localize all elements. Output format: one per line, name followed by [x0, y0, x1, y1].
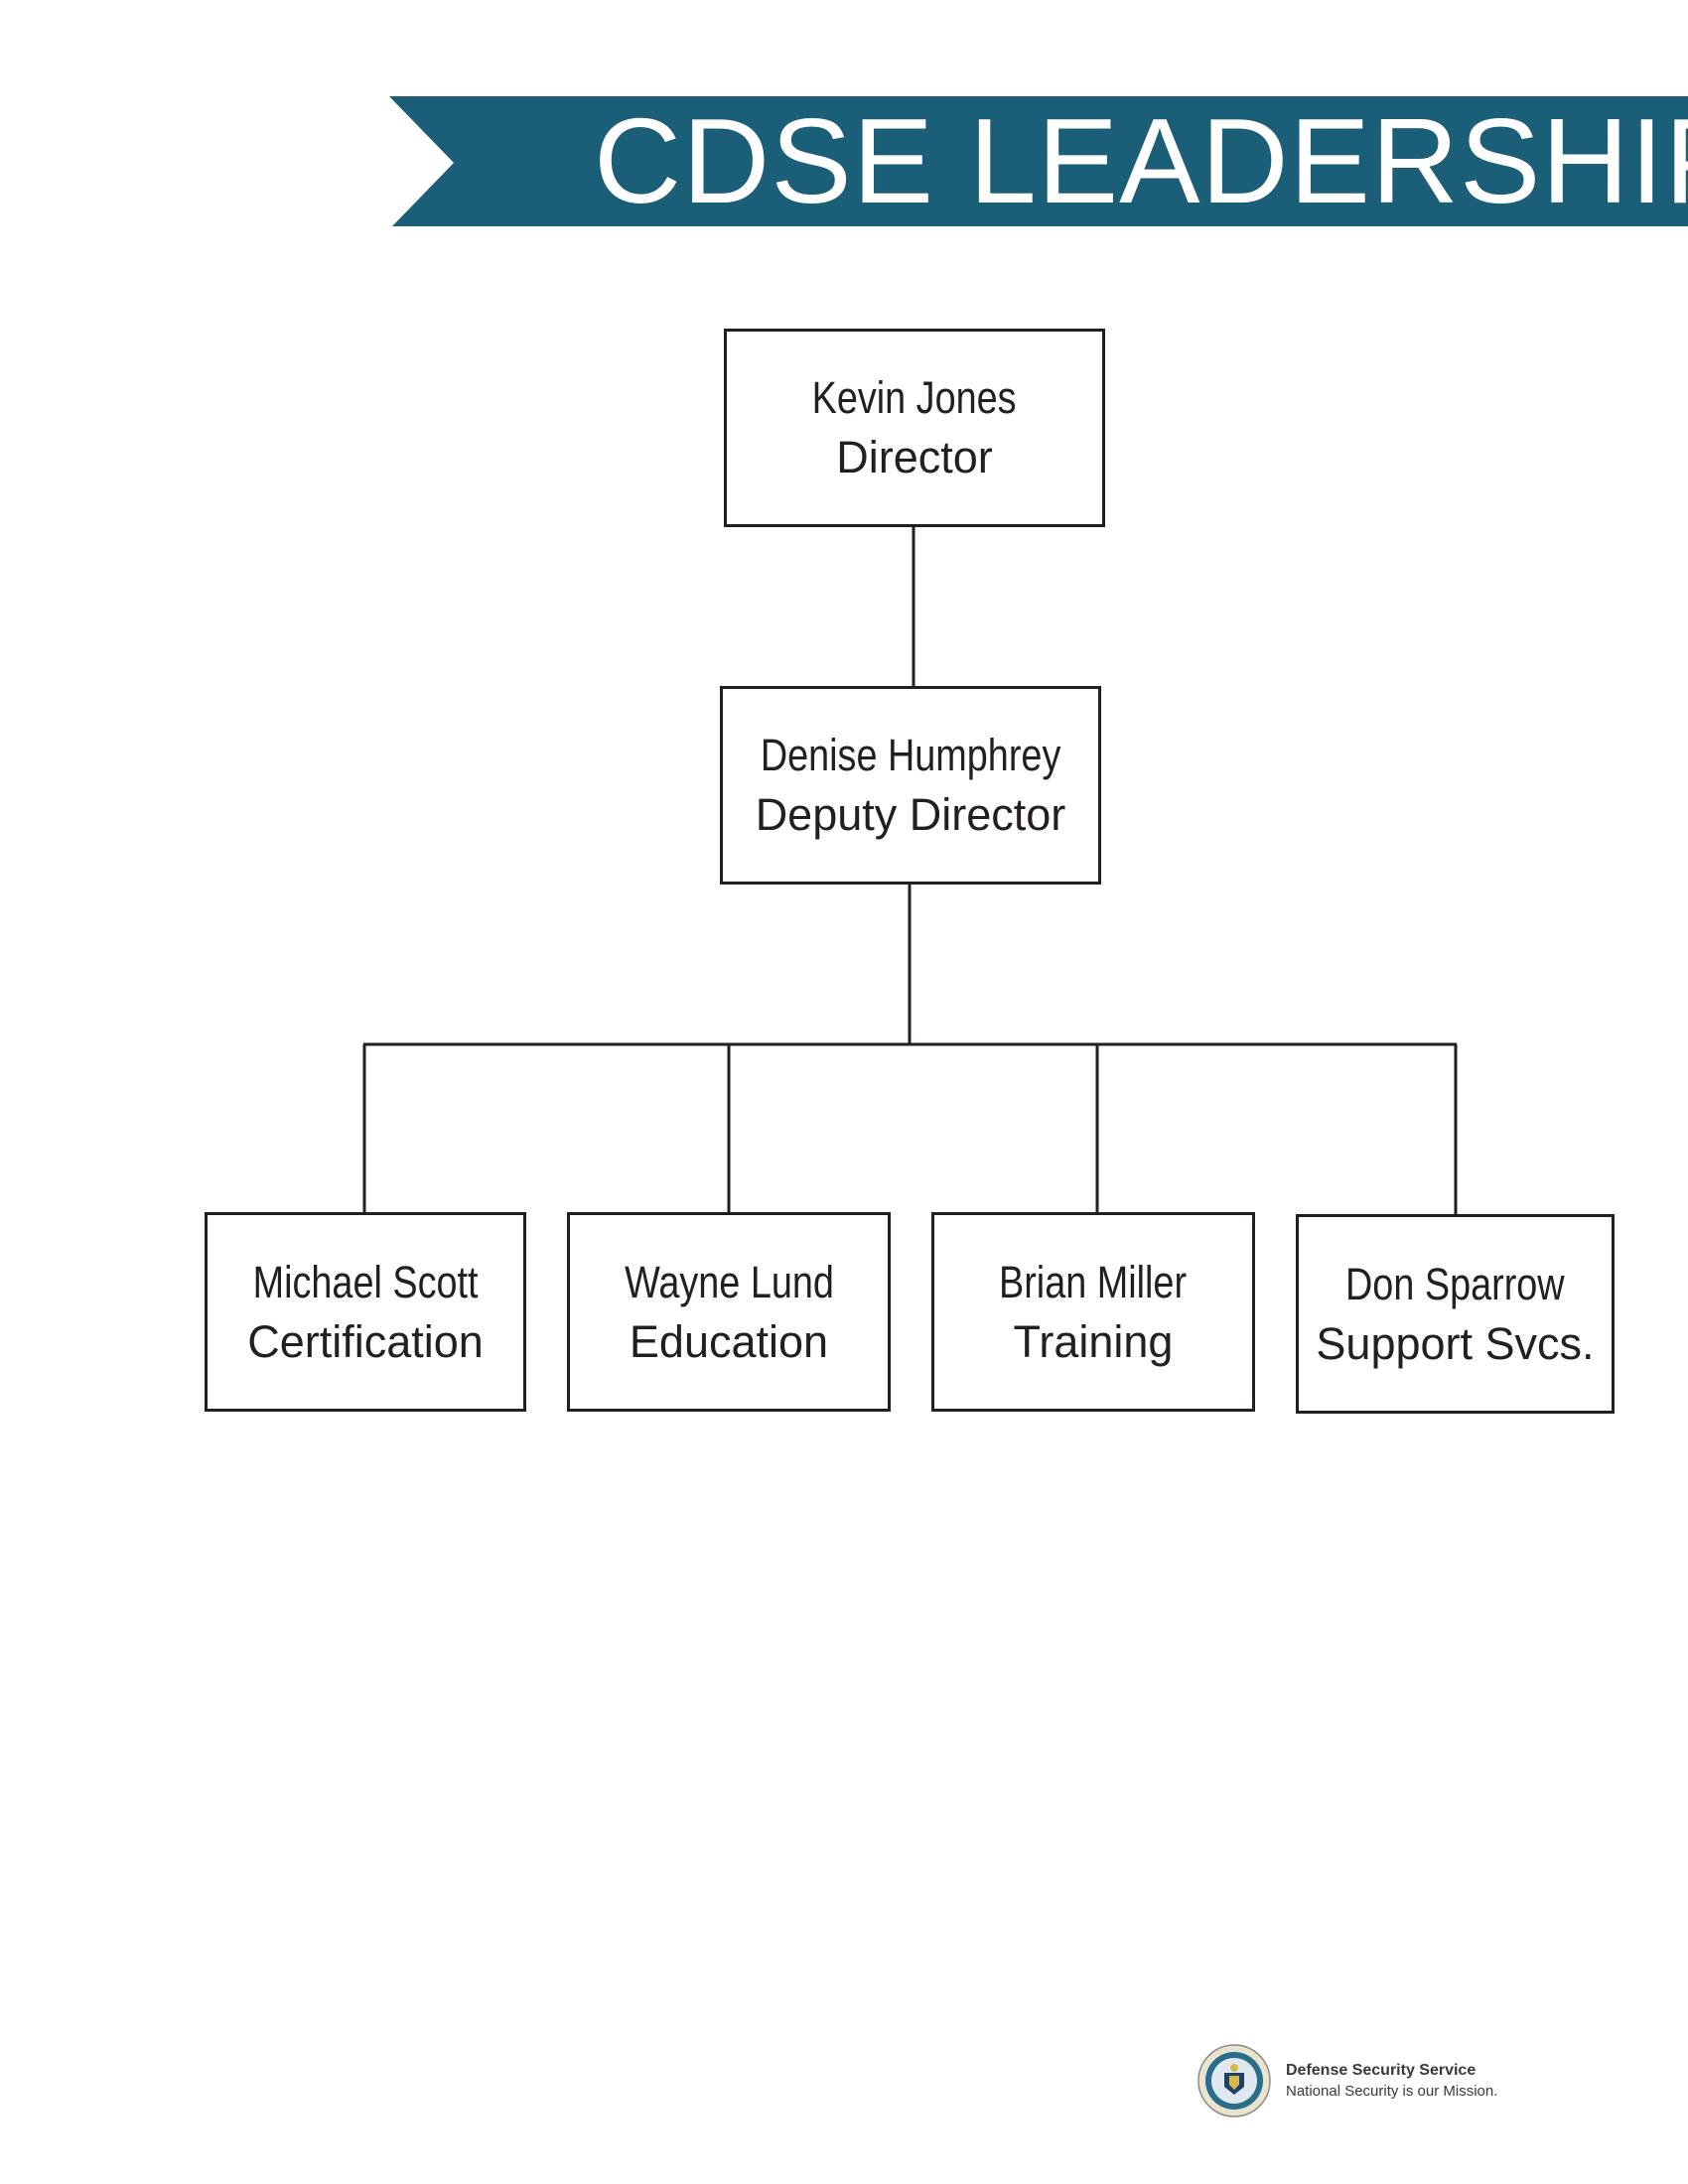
division-name: Brian Miller	[999, 1256, 1188, 1307]
footer-org-name: Defense Security Service	[1286, 2062, 1477, 2079]
division-box-certification: Michael Scott Certification	[205, 1212, 526, 1412]
director-role: Director	[836, 432, 993, 482]
division-box-education: Wayne Lund Education	[567, 1212, 891, 1412]
deputy-director-box: Denise Humphrey Deputy Director	[720, 686, 1101, 885]
dss-seal-icon	[1197, 2044, 1271, 2117]
banner-ribbon	[389, 96, 1688, 226]
division-box-support: Don Sparrow Support Svcs.	[1296, 1214, 1615, 1414]
director-box: Kevin Jones Director	[724, 329, 1105, 527]
division-name: Wayne Lund	[624, 1256, 834, 1307]
division-role: Support Svcs.	[1316, 1317, 1595, 1369]
division-role: Education	[629, 1315, 829, 1367]
org-chart-connectors	[362, 526, 1458, 1215]
deputy-name: Denise Humphrey	[760, 730, 1061, 780]
deputy-role: Deputy Director	[755, 789, 1066, 840]
footer-logo: Defense Security Service National Securi…	[1196, 2040, 1614, 2119]
director-name: Kevin Jones	[812, 372, 1017, 423]
division-role: Training	[1013, 1315, 1174, 1367]
division-role: Certification	[247, 1315, 484, 1367]
footer-motto: National Security is our Mission.	[1286, 2083, 1498, 2100]
title-banner	[389, 96, 1688, 226]
division-box-training: Brian Miller Training	[931, 1212, 1255, 1412]
division-name: Don Sparrow	[1345, 1258, 1565, 1309]
division-name: Michael Scott	[252, 1256, 479, 1307]
